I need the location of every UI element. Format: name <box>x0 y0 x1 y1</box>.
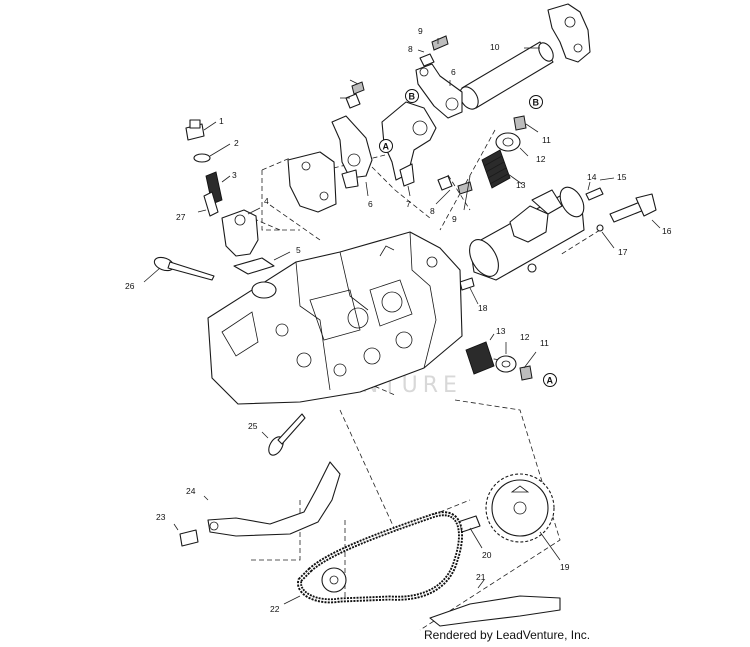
chain-guide-rail <box>429 595 561 627</box>
callout-20: 20 <box>482 550 492 560</box>
callout-11-lower: 11 <box>540 338 549 348</box>
callout-24: 24 <box>186 486 196 496</box>
tensioner-bolt <box>203 191 219 217</box>
valve-keeper-lower <box>519 365 533 381</box>
ref-tag-b-right: B <box>529 95 543 109</box>
plug-bolt <box>185 119 205 141</box>
callout-8-upper: 8 <box>408 44 413 54</box>
valve-spring-upper <box>481 149 511 189</box>
callout-12-upper: 12 <box>536 154 546 164</box>
ref-tag-a-lower: A <box>543 373 557 387</box>
chain-guide <box>207 461 341 537</box>
callout-14: 14 <box>587 172 597 182</box>
callout-2: 2 <box>234 138 239 148</box>
decompressor <box>609 193 657 223</box>
camshaft <box>469 186 585 281</box>
ref-tag-a-upper: A <box>379 139 393 153</box>
render-credit: Rendered by LeadVenture, Inc. <box>424 628 591 642</box>
cylinder-head <box>207 231 463 405</box>
callout-4: 4 <box>264 196 269 206</box>
cam-holder <box>287 151 337 213</box>
rocker-arm-left <box>331 115 373 189</box>
callout-27: 27 <box>176 212 186 222</box>
callout-15: 15 <box>617 172 627 182</box>
exhaust-valve <box>268 413 306 456</box>
adjusting-screw-upper <box>419 35 449 67</box>
spring-retainer-upper <box>495 132 521 152</box>
callout-6-upper: 6 <box>451 67 456 77</box>
cam-sprocket <box>485 473 555 543</box>
rocker-arm-upper <box>415 63 463 119</box>
guide-bolt <box>179 529 199 547</box>
callout-19: 19 <box>560 562 570 572</box>
decompressor-clip <box>596 224 604 232</box>
rocker-arm-center <box>381 101 437 187</box>
cam-chain-tensioner <box>221 209 259 257</box>
adjusting-screw-left <box>345 81 365 109</box>
callout-26: 26 <box>125 281 135 291</box>
callout-1: 1 <box>219 116 224 126</box>
callout-21: 21 <box>476 572 486 582</box>
callout-9-lower: 9 <box>452 214 457 224</box>
svg-text:B: B <box>533 98 540 108</box>
o-ring <box>193 153 211 163</box>
callout-9-upper: 9 <box>418 26 423 36</box>
callout-13-upper: 13 <box>516 180 526 190</box>
callout-22: 22 <box>270 604 280 614</box>
callout-23: 23 <box>156 512 166 522</box>
svg-text:A: A <box>547 376 554 386</box>
callout-labels: 1 2 3 4 5 6 6 7 8 8 9 9 10 11 11 12 12 1… <box>125 26 672 614</box>
cam-chain <box>297 511 464 604</box>
rocker-shaft <box>459 41 554 110</box>
camshaft-pin <box>585 187 604 201</box>
tensioner-gasket <box>233 257 275 275</box>
svg-text:A: A <box>383 142 390 152</box>
callout-10: 10 <box>490 42 500 52</box>
callout-3: 3 <box>232 170 237 180</box>
intake-valve <box>153 256 215 281</box>
valve-spring-lower <box>465 341 495 375</box>
callout-16: 16 <box>662 226 672 236</box>
callout-17: 17 <box>618 247 628 257</box>
callout-18: 18 <box>478 303 488 313</box>
spring-retainer-lower <box>495 355 517 373</box>
svg-text:B: B <box>409 92 416 102</box>
valve-keeper-upper <box>513 115 527 131</box>
dowel-pin <box>459 277 475 291</box>
callout-12-lower: 12 <box>520 332 530 342</box>
callout-6-left: 6 <box>368 199 373 209</box>
reference-tags: A A B B <box>379 89 557 387</box>
callout-8-lower: 8 <box>430 206 435 216</box>
shaft-bracket <box>547 3 591 63</box>
callout-5: 5 <box>296 245 301 255</box>
leader-lines <box>143 38 661 605</box>
ref-tag-b-upper: B <box>405 89 419 103</box>
callout-7: 7 <box>406 199 411 209</box>
callout-13-lower: 13 <box>496 326 506 336</box>
callout-11-upper: 11 <box>542 135 551 145</box>
callout-25: 25 <box>248 421 258 431</box>
